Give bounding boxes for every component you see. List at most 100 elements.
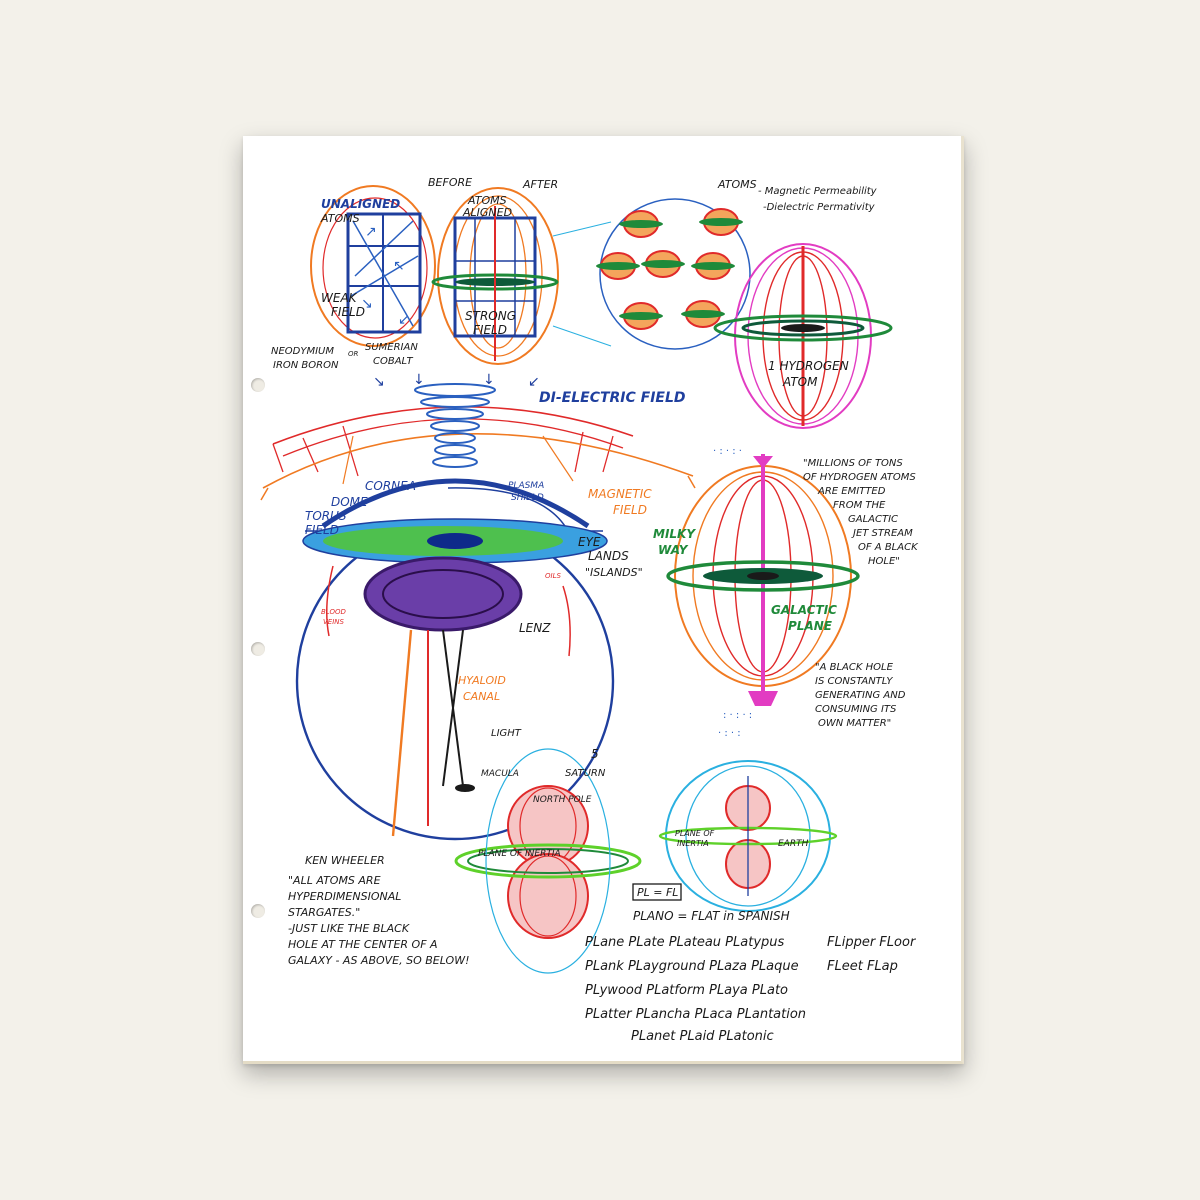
label-blackhole-2: IS CONSTANTLY	[815, 676, 893, 687]
label-earth: EARTH	[778, 839, 809, 849]
label-macula: MACULA	[481, 769, 519, 779]
label-atoms-aligned-2: ALIGNED	[462, 206, 512, 219]
label-blood-2: VEINS	[323, 618, 345, 626]
label-north-pole: NORTH POLE	[533, 795, 592, 805]
label-atoms-top: ATOMS	[717, 178, 757, 191]
label-magnetic-permeability: - Magnetic Permeability	[758, 186, 878, 197]
label-torus-2: FIELD	[305, 523, 339, 537]
label-blackhole-5: OWN MATTER"	[818, 718, 891, 729]
pl-words-5: PLanet PLaid PLatonic	[631, 1029, 774, 1044]
label-blackhole-1: "A BLACK HOLE	[815, 662, 894, 673]
label-cornea: CORNEA	[365, 479, 416, 493]
label-millions-3: ARE EMITTED	[817, 486, 886, 497]
milky-way-diagram: · : · : · : · : · : · : · :	[666, 446, 860, 739]
pl-words-2: PLank PLayground PLaza PLaque	[585, 959, 799, 974]
sketch-drawing: ↗ ↖ ↘ ↙	[260, 176, 919, 1044]
svg-text:↙: ↙	[528, 374, 540, 390]
label-hyaloid-2: CANAL	[463, 690, 500, 703]
label-atoms-left: ATOMS	[320, 212, 360, 225]
binder-hole	[251, 642, 265, 656]
diagram-labels: UNALIGNED ATOMS BEFORE AFTER ATOMS ALIGN…	[271, 176, 919, 967]
label-millions-1: "MILLIONS OF TONS	[803, 458, 903, 469]
label-magnetic-2: FIELD	[613, 503, 647, 517]
label-dielectric-field: DI-ELECTRIC FIELD	[539, 390, 686, 406]
label-hydrogen-1: 1 HYDROGEN	[768, 359, 849, 373]
label-unaligned: UNALIGNED	[321, 197, 400, 211]
svg-text:↘: ↘	[373, 374, 385, 390]
label-millions-6: JET STREAM	[851, 528, 913, 539]
label-atoms-aligned-1: ATOMS	[467, 194, 507, 207]
label-millions-8: HOLE"	[868, 556, 900, 567]
svg-text:↓: ↓	[483, 372, 495, 388]
label-saturn-number: 5	[591, 747, 599, 761]
label-millions-4: FROM THE	[833, 500, 886, 511]
label-torus-1: TORUS	[305, 509, 347, 523]
label-sumerian-1: SUMERIAN	[365, 342, 418, 353]
hydrogen-atom-diagram	[713, 243, 893, 429]
label-oils: OILS	[545, 572, 561, 580]
saturn-diagram	[454, 748, 642, 974]
pl-words-4: PLatter PLancha PLaca PLantation	[585, 1007, 806, 1022]
label-dielectric-permativity: -Dielectric Permativity	[763, 202, 876, 213]
dielectric-field-diagram: ↘ ↓ ↓ ↙	[260, 372, 696, 501]
pl-fl-box: PL = FL	[637, 886, 678, 899]
label-sumerian-2: COBALT	[373, 356, 413, 367]
label-blood-1: BLOOD	[321, 608, 347, 616]
pl-words-1: PLane PLate PLateau PLatypus	[585, 935, 785, 950]
label-millions-2: OF HYDROGEN ATOMS	[803, 472, 916, 483]
label-inertia: INERTIA	[677, 839, 709, 848]
svg-text:↖: ↖	[393, 258, 405, 274]
label-magnetic-1: MAGNETIC	[588, 487, 652, 501]
label-or: OR	[348, 350, 359, 358]
notebook-page: ↗ ↖ ↘ ↙	[243, 136, 964, 1064]
label-saturn: SATURN	[565, 768, 606, 779]
label-hyaloid-1: HYALOID	[458, 674, 506, 687]
quote-line-2: "ALL ATOMS ARE	[288, 874, 381, 887]
label-neodymium-2: IRON BORON	[273, 360, 339, 371]
quote-line-1: KEN WHEELER	[305, 854, 385, 867]
label-plasma-1: PLASMA	[508, 481, 544, 491]
eye-flat-earth-diagram	[295, 478, 615, 841]
label-plane-of: PLANE OF	[675, 829, 715, 838]
pl-words-3: PLywood PLatform PLaya PLato	[585, 983, 788, 998]
label-islands: "ISLANDS"	[585, 566, 643, 579]
label-weak-2: FIELD	[331, 305, 365, 319]
label-weak-1: WEAK	[321, 291, 358, 305]
quote-line-4: STARGATES."	[288, 906, 360, 919]
label-eye: EYE	[578, 535, 601, 549]
unaligned-atoms-diagram: ↗ ↖ ↘ ↙	[310, 185, 436, 347]
label-light: LIGHT	[491, 728, 522, 739]
svg-text:· : · :: · : · :	[718, 728, 741, 739]
label-before: BEFORE	[428, 176, 472, 189]
quote-line-7: GALAXY - AS ABOVE, SO BELOW!	[288, 954, 470, 967]
label-strong-2: FIELD	[473, 323, 507, 337]
label-blackhole-3: GENERATING AND	[815, 690, 906, 701]
label-lenz: LENZ	[519, 621, 551, 635]
plano-note: PLANO = FLAT in SPANISH	[633, 909, 790, 923]
binder-hole	[251, 378, 265, 392]
label-plasma-2: SHIELD	[511, 493, 544, 503]
svg-text:↗: ↗	[365, 224, 377, 240]
quote-line-5: -JUST LIKE THE BLACK	[288, 922, 410, 935]
svg-text:: · : · :: : · : · :	[723, 710, 752, 721]
aligned-atoms-diagram	[431, 187, 559, 365]
svg-text:↘: ↘	[361, 296, 373, 312]
quote-line-3: HYPERDIMENSIONAL	[288, 890, 401, 903]
svg-text:· : · : ·: · : · : ·	[713, 446, 742, 457]
pl-fl-notes: PL = FL PLANO = FLAT in SPANISH PLane PL…	[585, 883, 917, 1044]
label-dome: DOME	[331, 495, 368, 509]
label-millions-7: OF A BLACK	[858, 542, 919, 553]
fl-words-2: FLeet FLap	[827, 959, 898, 974]
label-way: WAY	[658, 543, 689, 557]
label-blackhole-4: CONSUMING ITS	[815, 704, 897, 715]
atoms-cluster-diagram	[596, 198, 751, 350]
label-plane-inertia-saturn: PLANE OF INERTIA	[478, 849, 561, 859]
fl-words-1: FLipper FLoor	[827, 935, 917, 950]
label-neodymium-1: NEODYMIUM	[271, 346, 334, 357]
label-galactic: GALACTIC	[771, 603, 837, 617]
svg-text:↙: ↙	[398, 312, 410, 328]
label-after: AFTER	[522, 178, 558, 191]
binder-hole	[251, 904, 265, 918]
label-hydrogen-2: ATOM	[782, 375, 818, 389]
